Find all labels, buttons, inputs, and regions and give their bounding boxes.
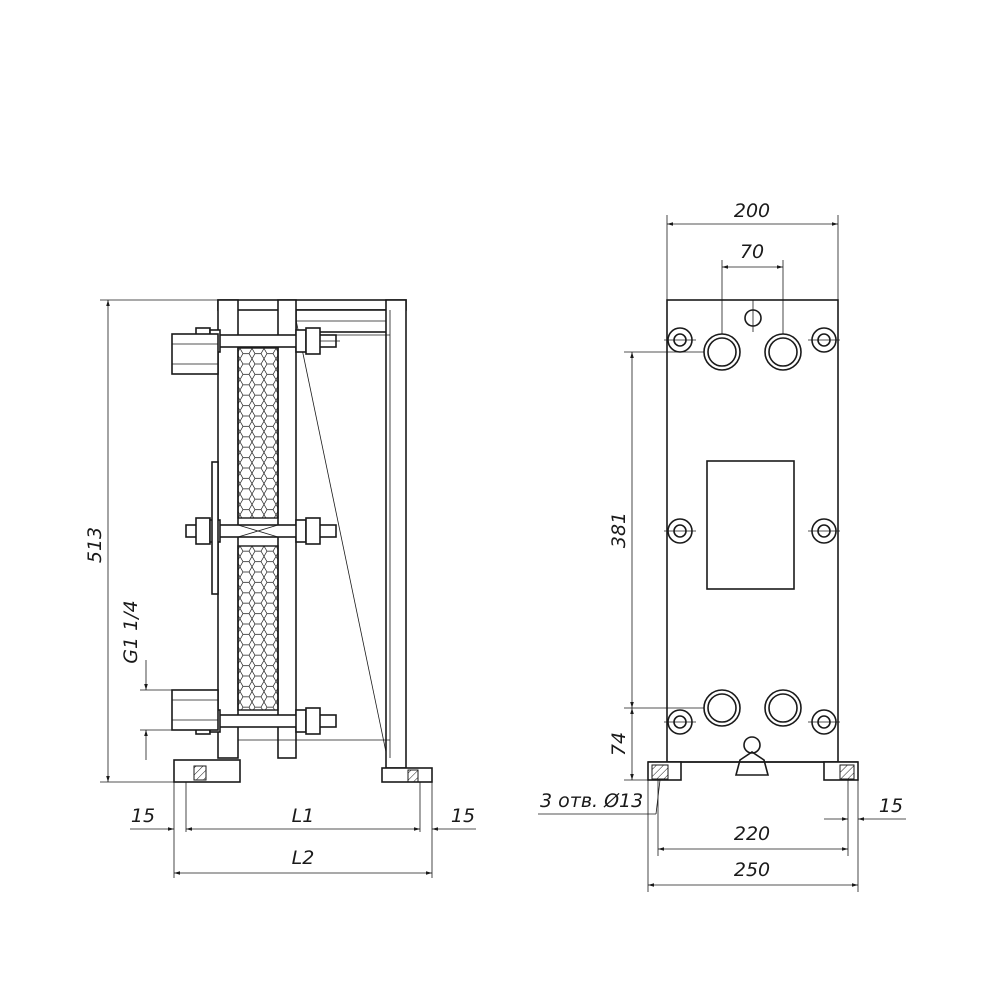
- lifting-eye: [744, 300, 762, 332]
- foot-right: [381, 767, 433, 783]
- port-nozzle-bottom: [171, 689, 219, 731]
- plate-pack-upper: [237, 347, 279, 519]
- dimension-513-label: 513: [84, 527, 106, 563]
- rear-support-column: [385, 299, 407, 769]
- front-base: [647, 761, 859, 781]
- port-vertical-label: 381: [608, 512, 630, 548]
- dimension-74: 74: [608, 708, 648, 781]
- frame-right-offset-label: 15: [451, 805, 475, 827]
- port-nozzle-top: [171, 333, 219, 375]
- dimension-70: 70: [721, 241, 784, 334]
- frame-left-offset-label: 15: [131, 805, 155, 827]
- dimension-513: 513: [84, 299, 218, 783]
- plate-pack-lower: [237, 545, 279, 711]
- top-guide-bar: [217, 299, 407, 333]
- side-view: 513 G1 1/4 15 L1 15 L2: [84, 299, 476, 878]
- dimension-side-bottom: 15 L1 15 L2: [130, 782, 476, 878]
- width-label: 200: [734, 200, 770, 222]
- dimension-220: 220: [657, 780, 849, 856]
- bottom-port-height-label: 74: [608, 732, 630, 756]
- dimension-200: 200: [666, 200, 839, 300]
- port-top-left: [703, 333, 741, 371]
- total-length-label: L2: [292, 847, 315, 869]
- foot-offset-label: 15: [879, 795, 903, 817]
- bolt-head-set: [664, 327, 840, 735]
- foot-holes-callout: 3 отв. Ø13: [538, 779, 661, 815]
- tie-bolt-middle: [185, 517, 337, 545]
- dimension-381: 381: [608, 351, 704, 709]
- bolt-length-label: L1: [292, 805, 315, 827]
- name-plate: [706, 460, 795, 590]
- foot-holes-label: 3 отв. Ø13: [540, 790, 643, 812]
- side-mount-plate: [211, 461, 219, 595]
- port-bottom-left: [703, 689, 741, 727]
- port-thread-label: G1 1/4: [120, 600, 142, 663]
- base-width-label: 250: [734, 859, 770, 881]
- foot-hole-spacing-label: 220: [734, 823, 770, 845]
- front-view: 200 70 381 74 3 отв. Ø13: [538, 200, 906, 892]
- dimension-port-thread: G1 1/4: [120, 600, 172, 760]
- port-spacing-label: 70: [740, 241, 764, 263]
- dimension-250: 250: [647, 780, 859, 892]
- foot-left: [173, 759, 241, 783]
- dimension-front-15: 15: [824, 780, 906, 826]
- port-top-right: [764, 333, 802, 371]
- port-bottom-right: [764, 689, 802, 727]
- bottom-lug: [734, 736, 770, 776]
